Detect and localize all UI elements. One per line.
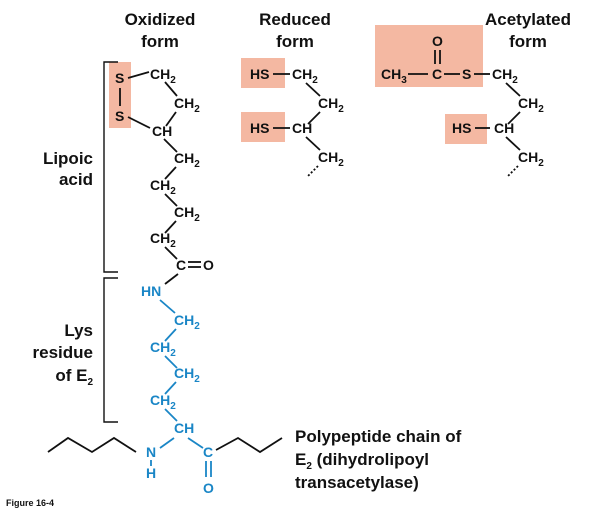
header-reduced-line2: form bbox=[276, 32, 314, 51]
atom-c-amide: C bbox=[176, 257, 186, 273]
atom-n-backbone: N bbox=[146, 444, 156, 460]
atom-s-bottom: S bbox=[115, 108, 124, 124]
label-lipoic-line2: acid bbox=[59, 170, 93, 189]
polypeptide-chain-left bbox=[47, 436, 137, 454]
atom-ch2-chain1: CH2 bbox=[174, 150, 200, 170]
atom-ch2-lys1: CH2 bbox=[174, 312, 200, 332]
reduced-sh-bottom-highlight bbox=[241, 112, 285, 142]
label-lys-line1: Lys bbox=[64, 321, 93, 340]
lys-residue-structure: HN CH2 CH2 CH2 CH2 CH N H C O bbox=[141, 283, 214, 496]
acetylated-structure: O CH3 C S CH2 CH2 HS CH CH2 bbox=[381, 33, 544, 177]
atom-ch2-acetylated-chain: CH2 bbox=[518, 149, 544, 169]
atom-ch-ring: CH bbox=[152, 123, 172, 139]
header-acetylated-line1: Acetylated bbox=[485, 10, 571, 29]
figure-label: Figure 16-4 bbox=[6, 498, 54, 508]
atom-ch-reduced: CH bbox=[292, 120, 312, 136]
header-oxidized-line2: form bbox=[141, 32, 179, 51]
atom-ch2-lys4: CH2 bbox=[150, 392, 176, 412]
atom-ch2-reduced-mid: CH2 bbox=[318, 95, 344, 115]
atom-ch-alpha: CH bbox=[174, 420, 194, 436]
atom-hn-lys: HN bbox=[141, 283, 161, 299]
header-acetylated-line2: form bbox=[509, 32, 547, 51]
acetylated-sh-highlight bbox=[445, 114, 487, 144]
label-lipoic-line1: Lipoic bbox=[43, 149, 93, 168]
atom-o-backbone: O bbox=[203, 480, 214, 496]
reduced-sh-top-highlight bbox=[241, 58, 285, 88]
atom-ch2-chain3: CH2 bbox=[174, 204, 200, 224]
label-polypeptide-line1: Polypeptide chain of bbox=[295, 427, 462, 446]
lipoic-acid-bracket bbox=[103, 61, 118, 273]
label-polypeptide-line2: E2 (dihydrolipoyl bbox=[295, 450, 429, 472]
atom-s-top: S bbox=[115, 70, 124, 86]
atom-c-backbone: C bbox=[203, 444, 213, 460]
atom-o-acetyl: O bbox=[432, 33, 443, 49]
polypeptide-chain-right bbox=[215, 436, 283, 454]
atom-ch2-acetylated-top: CH2 bbox=[492, 66, 518, 86]
atom-ch2-lys3: CH2 bbox=[174, 365, 200, 385]
atom-ch2-reduced-top: CH2 bbox=[292, 66, 318, 86]
atom-ch2-chain2: CH2 bbox=[150, 177, 176, 197]
atom-hs-reduced-top: HS bbox=[250, 66, 269, 82]
reduced-structure: HS CH2 CH2 HS CH CH2 bbox=[250, 66, 344, 177]
atom-ch3-acetyl: CH3 bbox=[381, 66, 407, 86]
atom-s-acetyl: S bbox=[462, 66, 471, 82]
atom-c-acetyl: C bbox=[432, 66, 442, 82]
atom-ch2-ring-top: CH2 bbox=[150, 66, 176, 86]
lys-residue-bracket bbox=[103, 277, 118, 423]
atom-ch2-chain4: CH2 bbox=[150, 230, 176, 250]
atom-ch2-acetylated-mid: CH2 bbox=[518, 95, 544, 115]
atom-hs-reduced-bottom: HS bbox=[250, 120, 269, 136]
atom-ch2-reduced-chain: CH2 bbox=[318, 149, 344, 169]
oxidized-structure: S S CH2 CH2 CH CH2 CH2 CH2 CH2 C O bbox=[115, 66, 214, 285]
atom-hs-acetylated: HS bbox=[452, 120, 471, 136]
label-lys-line2: residue bbox=[33, 343, 93, 362]
header-reduced-line1: Reduced bbox=[259, 10, 331, 29]
atom-ch-acetylated: CH bbox=[494, 120, 514, 136]
label-lys-line3: of E2 bbox=[55, 366, 93, 388]
atom-ch2-ring-mid: CH2 bbox=[174, 95, 200, 115]
label-polypeptide-line3: transacetylase) bbox=[295, 473, 419, 492]
acetyl-group-highlight bbox=[375, 25, 483, 87]
header-oxidized-line1: Oxidized bbox=[125, 10, 196, 29]
atom-ch2-lys2: CH2 bbox=[150, 339, 176, 359]
atom-o-amide: O bbox=[203, 257, 214, 273]
atom-h-backbone: H bbox=[146, 465, 156, 481]
